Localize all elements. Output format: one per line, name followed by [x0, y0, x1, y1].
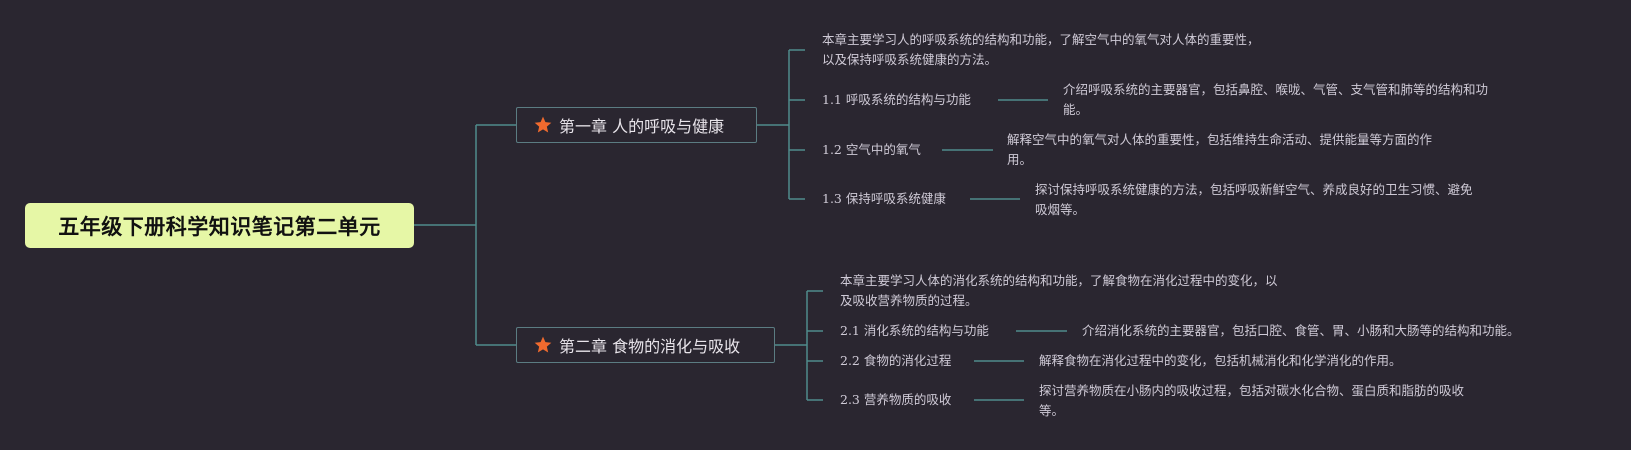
chapter-1-topic[interactable]: 第一章 人的呼吸与健康 — [516, 107, 757, 143]
star-icon — [534, 116, 552, 133]
section-1-1-desc-line-1: 介绍呼吸系统的主要器官，包括鼻腔、喉咙、气管、支气管和肺等的结构和功 — [1063, 82, 1489, 97]
chapter-1-intro-line-1: 本章主要学习人的呼吸系统的结构和功能，了解空气中的氧气对人体的重要性， — [822, 32, 1260, 47]
section-2-1-label: 消化系统的结构与功能 — [863, 323, 989, 338]
section-1-2-desc-line-1: 解释空气中的氧气对人体的重要性，包括维持生命活动、提供能量等方面的作 — [1007, 132, 1433, 147]
section-2-3-desc-line-2: 等。 — [1039, 403, 1065, 418]
section-2-2[interactable]: 2.2 食物的消化过程 — [840, 351, 951, 371]
section-1-1-label: 呼吸系统的结构与功能 — [845, 92, 971, 107]
section-1-1-number: 1.1 — [822, 92, 846, 107]
section-1-3[interactable]: 1.3 保持呼吸系统健康 — [822, 189, 946, 209]
section-1-1-desc-line-2: 能。 — [1063, 102, 1089, 117]
chapter-1-intro-line-2: 以及保持呼吸系统健康的方法。 — [822, 52, 998, 67]
chapter-1-label: 第一章 人的呼吸与健康 — [559, 117, 725, 136]
chapter-2-intro: 本章主要学习人体的消化系统的结构和功能，了解食物在消化过程中的变化，以 及吸收营… — [840, 271, 1278, 311]
section-1-2-number: 1.2 — [822, 142, 846, 157]
section-2-3-label: 营养物质的吸收 — [863, 392, 952, 407]
section-1-2-desc-line-2: 用。 — [1007, 152, 1033, 167]
section-1-3-description: 探讨保持呼吸系统健康的方法，包括呼吸新鲜空气、养成良好的卫生习惯、避免 吸烟等。 — [1035, 180, 1473, 220]
chapter-2-topic[interactable]: 第二章 食物的消化与吸收 — [516, 327, 775, 363]
chapter-2-intro-line-1: 本章主要学习人体的消化系统的结构和功能，了解食物在消化过程中的变化，以 — [840, 273, 1278, 288]
section-1-3-label: 保持呼吸系统健康 — [845, 191, 946, 206]
root-topic-label: 五年级下册科学知识笔记第二单元 — [58, 214, 381, 239]
section-2-3[interactable]: 2.3 营养物质的吸收 — [840, 390, 951, 410]
section-2-1-desc-line-1: 介绍消化系统的主要器官，包括口腔、食管、胃、小肠和大肠等的结构和功能。 — [1082, 323, 1520, 338]
section-2-3-description: 探讨营养物质在小肠内的吸收过程，包括对碳水化合物、蛋白质和脂肪的吸收 等。 — [1039, 381, 1464, 421]
section-2-3-number: 2.3 — [840, 392, 864, 407]
section-1-1-description: 介绍呼吸系统的主要器官，包括鼻腔、喉咙、气管、支气管和肺等的结构和功 能。 — [1063, 80, 1488, 120]
section-1-1[interactable]: 1.1 呼吸系统的结构与功能 — [822, 90, 971, 110]
section-1-3-number: 1.3 — [822, 191, 846, 206]
section-1-2-label: 空气中的氧气 — [845, 142, 921, 157]
chapter-2-intro-line-2: 及吸收营养物质的过程。 — [840, 293, 978, 308]
chapter-2-label: 第二章 食物的消化与吸收 — [559, 337, 741, 356]
section-2-3-desc-line-1: 探讨营养物质在小肠内的吸收过程，包括对碳水化合物、蛋白质和脂肪的吸收 — [1039, 383, 1465, 398]
section-2-2-desc-line-1: 解释食物在消化过程中的变化，包括机械消化和化学消化的作用。 — [1039, 353, 1402, 368]
section-2-1-description: 介绍消化系统的主要器官，包括口腔、食管、胃、小肠和大肠等的结构和功能。 — [1082, 321, 1520, 341]
section-1-2[interactable]: 1.2 空气中的氧气 — [822, 140, 921, 160]
section-2-2-label: 食物的消化过程 — [863, 353, 952, 368]
section-1-3-desc-line-2: 吸烟等。 — [1035, 202, 1086, 217]
section-1-3-desc-line-1: 探讨保持呼吸系统健康的方法，包括呼吸新鲜空气、养成良好的卫生习惯、避免 — [1035, 182, 1473, 197]
section-1-2-description: 解释空气中的氧气对人体的重要性，包括维持生命活动、提供能量等方面的作 用。 — [1007, 130, 1432, 170]
section-2-1[interactable]: 2.1 消化系统的结构与功能 — [840, 321, 989, 341]
section-2-2-description: 解释食物在消化过程中的变化，包括机械消化和化学消化的作用。 — [1039, 351, 1402, 371]
section-2-2-number: 2.2 — [840, 353, 864, 368]
section-2-1-number: 2.1 — [840, 323, 864, 338]
chapter-1-intro: 本章主要学习人的呼吸系统的结构和功能，了解空气中的氧气对人体的重要性， 以及保持… — [822, 30, 1260, 70]
star-icon — [534, 336, 552, 353]
root-topic[interactable]: 五年级下册科学知识笔记第二单元 — [25, 203, 414, 248]
